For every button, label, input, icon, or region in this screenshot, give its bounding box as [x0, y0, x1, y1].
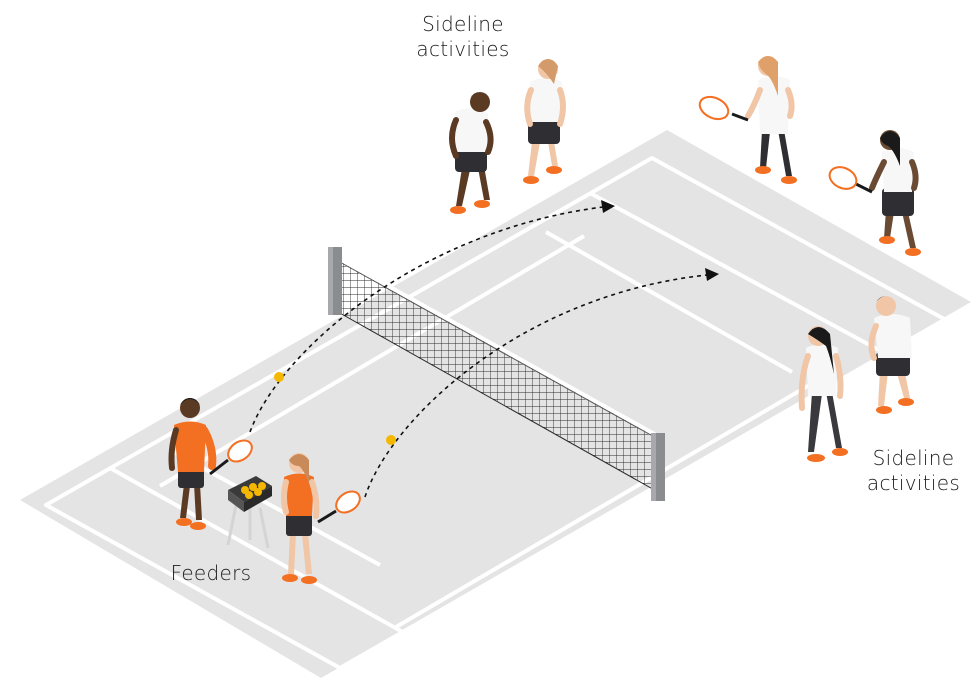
tennis-racket-icon [696, 93, 748, 124]
label-line-2: activities [856, 471, 971, 496]
sideline-activities-label-top: Sideline activities [398, 12, 528, 62]
tennis-ball [386, 435, 396, 445]
tennis-racket-icon [826, 163, 872, 193]
sideline-player-boy-top [450, 92, 491, 214]
player-girl-far-1 [748, 56, 797, 184]
sideline-activities-label-right: Sideline activities [856, 446, 971, 496]
label-line-2: activities [398, 37, 528, 62]
player-girl-far-2 [872, 130, 921, 256]
feeders-text: Feeders [158, 561, 264, 586]
feeders-label: Feeders [158, 561, 264, 586]
label-line-1: Sideline [856, 446, 971, 471]
tennis-ball [274, 372, 284, 382]
sideline-player-girl-top [523, 59, 563, 184]
label-line-1: Sideline [398, 12, 528, 37]
